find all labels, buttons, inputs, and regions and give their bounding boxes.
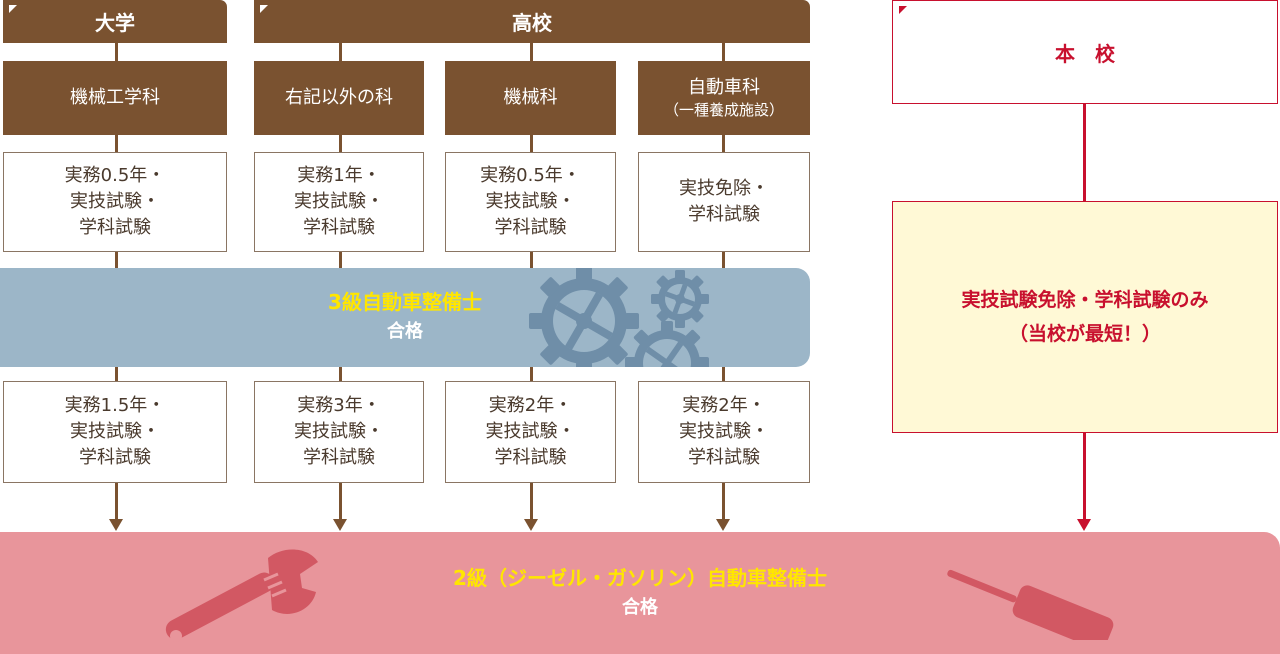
- requirement-line: 実技試験・: [70, 421, 160, 442]
- connector: [722, 43, 725, 61]
- requirement-line: 学科試験: [303, 447, 375, 468]
- requirement-line: 実技試験・: [294, 421, 384, 442]
- corner-mark: [899, 6, 907, 14]
- requirement-line: 実技試験・: [70, 191, 160, 212]
- requirement-line: 学科試験: [494, 447, 567, 468]
- level2-result: 合格: [622, 597, 658, 618]
- dept-label: 右記以外の科: [285, 87, 393, 108]
- requirement-line: 実務0.5年・: [64, 165, 166, 186]
- dept-label: 機械工学科: [70, 87, 160, 108]
- connector: [339, 367, 342, 381]
- requirement-box: 実務0.5年・ 実技試験・ 学科試験: [445, 152, 616, 252]
- requirement-box: 実務0.5年・ 実技試験・ 学科試験: [3, 152, 227, 252]
- requirement-line: 学科試験: [688, 447, 760, 468]
- connector: [339, 483, 342, 521]
- dept-other: 右記以外の科: [254, 61, 424, 135]
- connector: [530, 483, 533, 521]
- header-university-label: 大学: [95, 11, 135, 35]
- arrow-down-icon: [109, 519, 123, 531]
- connector: [722, 135, 725, 152]
- requirement-line: 実技試験・: [485, 191, 576, 212]
- corner-mark: [9, 5, 17, 13]
- connector: [115, 367, 118, 381]
- connector: [722, 483, 725, 521]
- requirement-line: 実務0.5年・: [480, 165, 581, 186]
- main-school-route-line: （当校が最短！）: [1008, 323, 1161, 345]
- level2-label: 2級（ジーゼル・ガソリン）自動車整備士 合格: [350, 563, 930, 623]
- dept-mechanical: 機械科: [445, 61, 616, 135]
- header-main-school-label: 本 校: [1055, 41, 1115, 66]
- requirement-line: 実務2年・: [488, 395, 573, 416]
- header-main-school: 本 校: [892, 0, 1278, 104]
- connector: [339, 252, 342, 268]
- connector: [1083, 104, 1086, 201]
- level3-result: 合格: [387, 321, 423, 342]
- connector: [1083, 433, 1086, 521]
- requirement-line: 学科試験: [79, 217, 151, 238]
- requirement-line: 学科試験: [79, 447, 151, 468]
- arrow-down-icon: [1077, 519, 1091, 531]
- requirement-box: 実務3年・ 実技試験・ 学科試験: [254, 381, 424, 483]
- dept-mechanical-engineering: 機械工学科: [3, 61, 227, 135]
- connector: [115, 483, 118, 521]
- requirement-line: 実務2年・: [682, 395, 766, 416]
- wrench-icon: [165, 549, 318, 642]
- level2-title: 2級（ジーゼル・ガソリン）自動車整備士: [453, 566, 827, 590]
- connector: [530, 135, 533, 152]
- requirement-box: 実務2年・ 実技試験・ 学科試験: [638, 381, 810, 483]
- level3-title: 3級自動車整備士: [328, 290, 482, 314]
- connector: [339, 43, 342, 61]
- screwdriver-icon: [947, 569, 1114, 640]
- gear-icon: [529, 268, 709, 367]
- dept-automotive: 自動車科 （一種養成施設）: [638, 61, 810, 135]
- dept-label: 機械科: [503, 87, 558, 108]
- connector: [530, 43, 533, 61]
- dept-sublabel: （一種養成施設）: [663, 101, 784, 119]
- requirement-line: 学科試験: [688, 204, 760, 225]
- corner-mark: [260, 5, 268, 13]
- header-high-school-label: 高校: [512, 11, 552, 35]
- connector: [530, 367, 533, 381]
- level3-label: 3級自動車整備士 合格: [300, 287, 510, 347]
- connector: [530, 252, 533, 268]
- connector: [339, 135, 342, 152]
- requirement-box: 実務2年・ 実技試験・ 学科試験: [445, 381, 616, 483]
- requirement-line: 実技免除・: [679, 178, 769, 199]
- requirement-line: 実技試験・: [485, 421, 576, 442]
- arrow-down-icon: [524, 519, 538, 531]
- connector: [722, 252, 725, 268]
- connector: [115, 135, 118, 152]
- requirement-line: 実務1.5年・: [64, 395, 166, 416]
- connector: [115, 43, 118, 61]
- connector: [115, 252, 118, 268]
- arrow-down-icon: [716, 519, 730, 531]
- requirement-line: 実技試験・: [294, 191, 384, 212]
- requirement-line: 実務3年・: [297, 395, 381, 416]
- requirement-box: 実務1.5年・ 実技試験・ 学科試験: [3, 381, 227, 483]
- arrow-down-icon: [333, 519, 347, 531]
- main-school-route-box: 実技試験免除・学科試験のみ （当校が最短！）: [892, 201, 1278, 433]
- header-high-school: 高校: [254, 0, 810, 43]
- requirement-line: 学科試験: [494, 217, 567, 238]
- requirement-line: 実務1年・: [297, 165, 381, 186]
- requirement-box: 実技免除・ 学科試験: [638, 152, 810, 252]
- requirement-line: 実技試験・: [679, 421, 769, 442]
- connector: [722, 367, 725, 381]
- requirement-line: 学科試験: [303, 217, 375, 238]
- dept-label: 自動車科: [688, 77, 760, 98]
- requirement-box: 実務1年・ 実技試験・ 学科試験: [254, 152, 424, 252]
- header-university: 大学: [3, 0, 227, 43]
- main-school-route-line: 実技試験免除・学科試験のみ: [961, 289, 1209, 311]
